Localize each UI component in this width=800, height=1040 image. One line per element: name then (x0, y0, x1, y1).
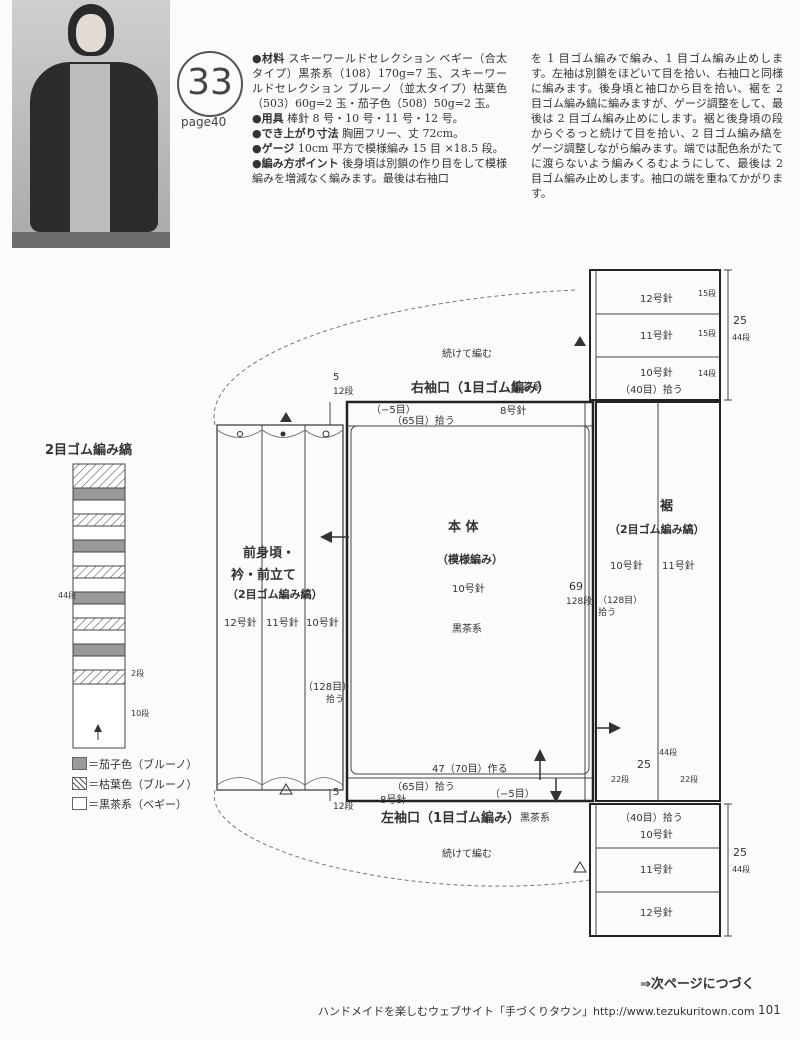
front-title-1: 前身頃・ (243, 545, 295, 561)
dashed-connector (213, 289, 591, 887)
legend-label-aubergine: ＝茄子色（ブルーノ） (88, 758, 198, 771)
top-block-outline (589, 269, 721, 401)
top-rows-14: 14段 (698, 368, 716, 378)
stripe-rows-10: 10段 (131, 708, 149, 718)
right-cuff-depth: 5 (333, 372, 339, 383)
materials-text: スキーワールドセレクション ベギー（合太タイプ）黒茶系（108）170g=7 玉… (252, 52, 507, 110)
body-pattern: （模様編み） (437, 552, 503, 566)
right-cuff-pick: （65目）拾う (392, 414, 455, 427)
left-cuff-needle: 8号針 (380, 793, 406, 806)
hem-needle-11: 11号針 (662, 559, 695, 572)
left-cuff-dec: （−5目） (490, 788, 535, 800)
stripe-rows-44: 44段 (58, 590, 76, 600)
continue-note: ⇒次ページにつづく (640, 977, 755, 992)
size-text: 胸囲フリー、丈 72cm。 (342, 127, 465, 140)
right-cuff-dec: （−5目） (371, 404, 416, 416)
left-cuff-depth: 5 (333, 787, 339, 798)
hem-needle-10: 10号針 (610, 559, 643, 572)
hem-pattern: （2目ゴム編み縞） (609, 522, 705, 536)
legend-swatch-dead-leaf (72, 777, 87, 790)
front-needle-10: 10号針 (306, 616, 339, 629)
legend-label-dark-brown: ＝黒茶系（ベギー） (88, 798, 187, 811)
tools-label: ●用具 (252, 112, 284, 125)
tools-text: 棒針 8 号・10 号・11 号・12 号。 (287, 112, 464, 125)
body-length: 69 (569, 580, 583, 593)
top-needle-10: 10号針 (640, 366, 673, 379)
model-photo (12, 0, 170, 248)
hem-pick-b: 拾う (598, 606, 616, 618)
right-cuff-color: 黒茶系 (512, 380, 542, 393)
pattern-number: 33 (177, 51, 243, 117)
points-label: ●編み方ポイント (252, 157, 339, 170)
gauge-text: 10cm 平方で模様編み 15 目 ×18.5 段。 (297, 142, 504, 155)
size-label: ●でき上がり寸法 (252, 127, 339, 140)
top-pick: （40目）拾う (620, 383, 683, 396)
top-rows-15b: 15段 (698, 328, 716, 338)
hem-depth: 25 (637, 758, 651, 771)
cast-on: 47（70目）作る (432, 763, 507, 775)
left-cuff-rows: 12段 (333, 800, 353, 812)
front-pattern: （2目ゴム編み縞） (227, 587, 323, 601)
legend-label-dead-leaf: ＝枯葉色（ブルーノ） (88, 778, 198, 791)
gauge-label: ●ゲージ (252, 142, 295, 155)
top-depth: 25 (733, 314, 747, 327)
hem-rows-22b: 22段 (680, 774, 698, 784)
left-cuff-title: 左袖口（1目ゴム編み） (381, 810, 520, 826)
body-rows: 128段 (566, 595, 592, 607)
front-needle-12: 12号針 (224, 616, 257, 629)
top-rows-44: 44段 (732, 332, 750, 342)
materials-label: ●材料 (252, 52, 285, 65)
body-outline (345, 400, 595, 803)
bottom-needle-10: 10号針 (640, 828, 673, 841)
bottom-rows-44: 44段 (732, 864, 750, 874)
bottom-needle-12: 12号針 (640, 906, 673, 919)
continue-knit-bottom: 続けて編む (442, 847, 492, 860)
body-title: 本 体 (448, 519, 480, 535)
page-reference: page40 (181, 115, 227, 129)
body-color: 黒茶系 (452, 622, 482, 635)
top-needle-11: 11号針 (640, 329, 673, 342)
front-title-2: 衿・前立て (231, 567, 296, 583)
bottom-needle-11: 11号針 (640, 863, 673, 876)
hem-rows-44: 44段 (659, 747, 677, 757)
front-needle-11: 11号針 (266, 616, 299, 629)
right-cuff-rows: 12段 (333, 385, 353, 397)
top-rows-15a: 15段 (698, 288, 716, 298)
points-text: 後身頃は別鎖の作り目をして模様編みを増減なく編みます。最後は右袖口 (252, 157, 508, 185)
legend-swatch-aubergine (72, 757, 87, 770)
hem-title: 裾 (660, 498, 673, 514)
left-cuff-pick: （65目）拾う (392, 780, 455, 793)
bottom-block-outline (589, 803, 721, 937)
front-pick: （128目） (303, 681, 352, 693)
left-cuff-color: 黒茶系 (520, 811, 550, 824)
instructions-column-1: ●材料 スキーワールドセレクション ベギー（合太タイプ）黒茶系（108）170g… (252, 51, 507, 186)
stripe-rows-2: 2段 (131, 668, 144, 678)
bottom-depth: 25 (733, 846, 747, 859)
bottom-pick: （40目）拾う (620, 811, 683, 824)
right-cuff-needle: 8号針 (500, 404, 526, 417)
body-needle: 10号針 (452, 582, 485, 595)
continue-knit-top: 続けて編む (442, 347, 492, 360)
stripe-title: 2目ゴム編み縞 (45, 442, 132, 458)
top-needle-12: 12号針 (640, 292, 673, 305)
page-number: 101 (758, 1003, 781, 1017)
hem-rows-22a: 22段 (611, 774, 629, 784)
instructions-column-2: を 1 目ゴム編みで編み、1 目ゴム編み止めします。左袖は別鎖をほどいて目を拾い… (531, 51, 783, 201)
front-band-outline (216, 424, 344, 791)
instructions-continued: を 1 目ゴム編みで編み、1 目ゴム編み止めします。左袖は別鎖をほどいて目を拾い… (531, 52, 783, 200)
right-cuff-title: 右袖口（1目ゴム編み） (410, 380, 550, 396)
front-pick-b: 拾う (326, 693, 344, 705)
stripe-chart (72, 463, 126, 749)
hem-pick: （128目） (598, 595, 642, 606)
legend-swatch-dark-brown (72, 797, 87, 810)
footer-text: ハンドメイドを楽しむウェブサイト「手づくりタウン」http://www.tezu… (318, 1005, 755, 1018)
